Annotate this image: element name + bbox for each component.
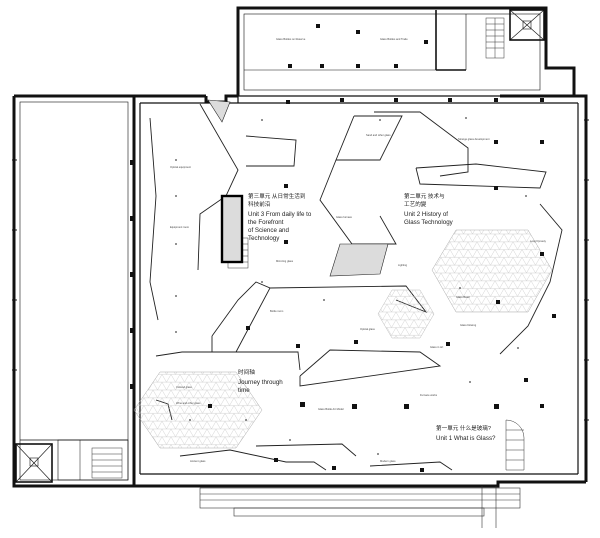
exhibit-label: Bottle room: [270, 309, 283, 313]
stairs-left-wing: [91, 447, 123, 479]
exhibit-label: Furnace works: [420, 393, 438, 397]
glass-floor-center: [377, 289, 435, 339]
unit1-title-en: Unit 1 What is Glass?: [436, 435, 496, 442]
unit3-feature-box: [220, 194, 244, 264]
exhibit-label: Colored glass: [176, 385, 193, 389]
exhibit-markers: [175, 117, 527, 455]
exhibit-label: Glass blowing: [460, 323, 477, 327]
unit3-title-en-2: the Forefront: [248, 219, 284, 226]
exhibit-label: Strange glass development: [458, 137, 490, 141]
unit3-title-en-1: Unit 3 From daily life to: [248, 211, 312, 218]
unit2-title: 第二單元 技术与 工艺的變 Unit 2 History of Glass Te…: [404, 192, 454, 226]
stair-core-right: [509, 9, 545, 41]
display-wall-shadows: [207, 99, 389, 277]
columns: [130, 24, 556, 472]
stairs-right-exit: [505, 419, 525, 471]
exhibit-label: Glass Bottles on Reserve: [276, 37, 306, 41]
exhibit-label: Ancient glass: [190, 459, 206, 463]
unit1-title-cn: 第一單元 什么是玻璃?: [436, 424, 491, 432]
unit3-title-en-4: Technology: [248, 235, 280, 242]
exhibit-label: Glass Bead: [456, 295, 470, 299]
exhibit-label: Glass Bottle Art Model: [318, 407, 344, 411]
unit2-title-cn: 第二單元 技术与: [404, 192, 445, 200]
journey-title: 时间轴 Journey through time: [238, 368, 283, 394]
interior-walls: [19, 10, 579, 481]
annex-wall: [236, 6, 576, 96]
exhibit-labels: Glass Bottles on Reserve Glass Bottles a…: [170, 37, 547, 463]
stair-core-left: [15, 443, 53, 483]
glass-floor-unit2: [431, 229, 553, 313]
unit3-title-cn2: 科技前沿: [248, 200, 271, 208]
bottom-wall: [134, 480, 586, 488]
unit1-title: 第一單元 什么是玻璃? Unit 1 What is Glass?: [436, 424, 496, 442]
unit3-title-en-3: of Science and: [248, 227, 289, 234]
exhibit-label: Glass in Art: [430, 345, 444, 349]
unit2-title-en-2: Glass Technology: [404, 219, 454, 226]
exhibit-label: Sand and other glass: [366, 133, 391, 137]
exhibit-label: Glass furnace: [336, 215, 353, 219]
glass-floor-journey: [133, 371, 263, 449]
exhibit-label: Optical glass: [360, 327, 376, 331]
exhibit-label: Equipment room: [170, 225, 189, 229]
left-wing-outer-wall: [12, 96, 134, 488]
stairs-annex: [485, 17, 505, 59]
journey-title-en-2: time: [238, 387, 250, 394]
exhibit-label: Glass Bottles and Trade: [380, 37, 408, 41]
exhibit-label: Lighting: [398, 263, 408, 267]
exhibit-label: Mirroring glass: [276, 259, 294, 263]
entrance-steps: [199, 486, 521, 528]
exhibit-label: Wine and other glass: [176, 401, 201, 405]
main-top-wall-right: [500, 94, 588, 482]
journey-title-en-1: Journey through: [238, 379, 283, 386]
unit2-title-en-1: Unit 2 History of: [404, 211, 448, 218]
window-ticks: [12, 119, 589, 421]
exhibit-label: Optical equipment: [170, 165, 191, 169]
unit3-title: 第三單元 从日常生活到 科技前沿 Unit 3 From daily life …: [248, 192, 312, 242]
journey-title-cn: 时间轴: [238, 368, 255, 376]
unit3-title-cn: 第三單元 从日常生活到: [248, 192, 306, 200]
unit2-title-cn2: 工艺的變: [404, 200, 427, 208]
exhibit-label: Modern glass: [380, 459, 396, 463]
exhibit-label: Long Dynasty: [530, 239, 547, 243]
